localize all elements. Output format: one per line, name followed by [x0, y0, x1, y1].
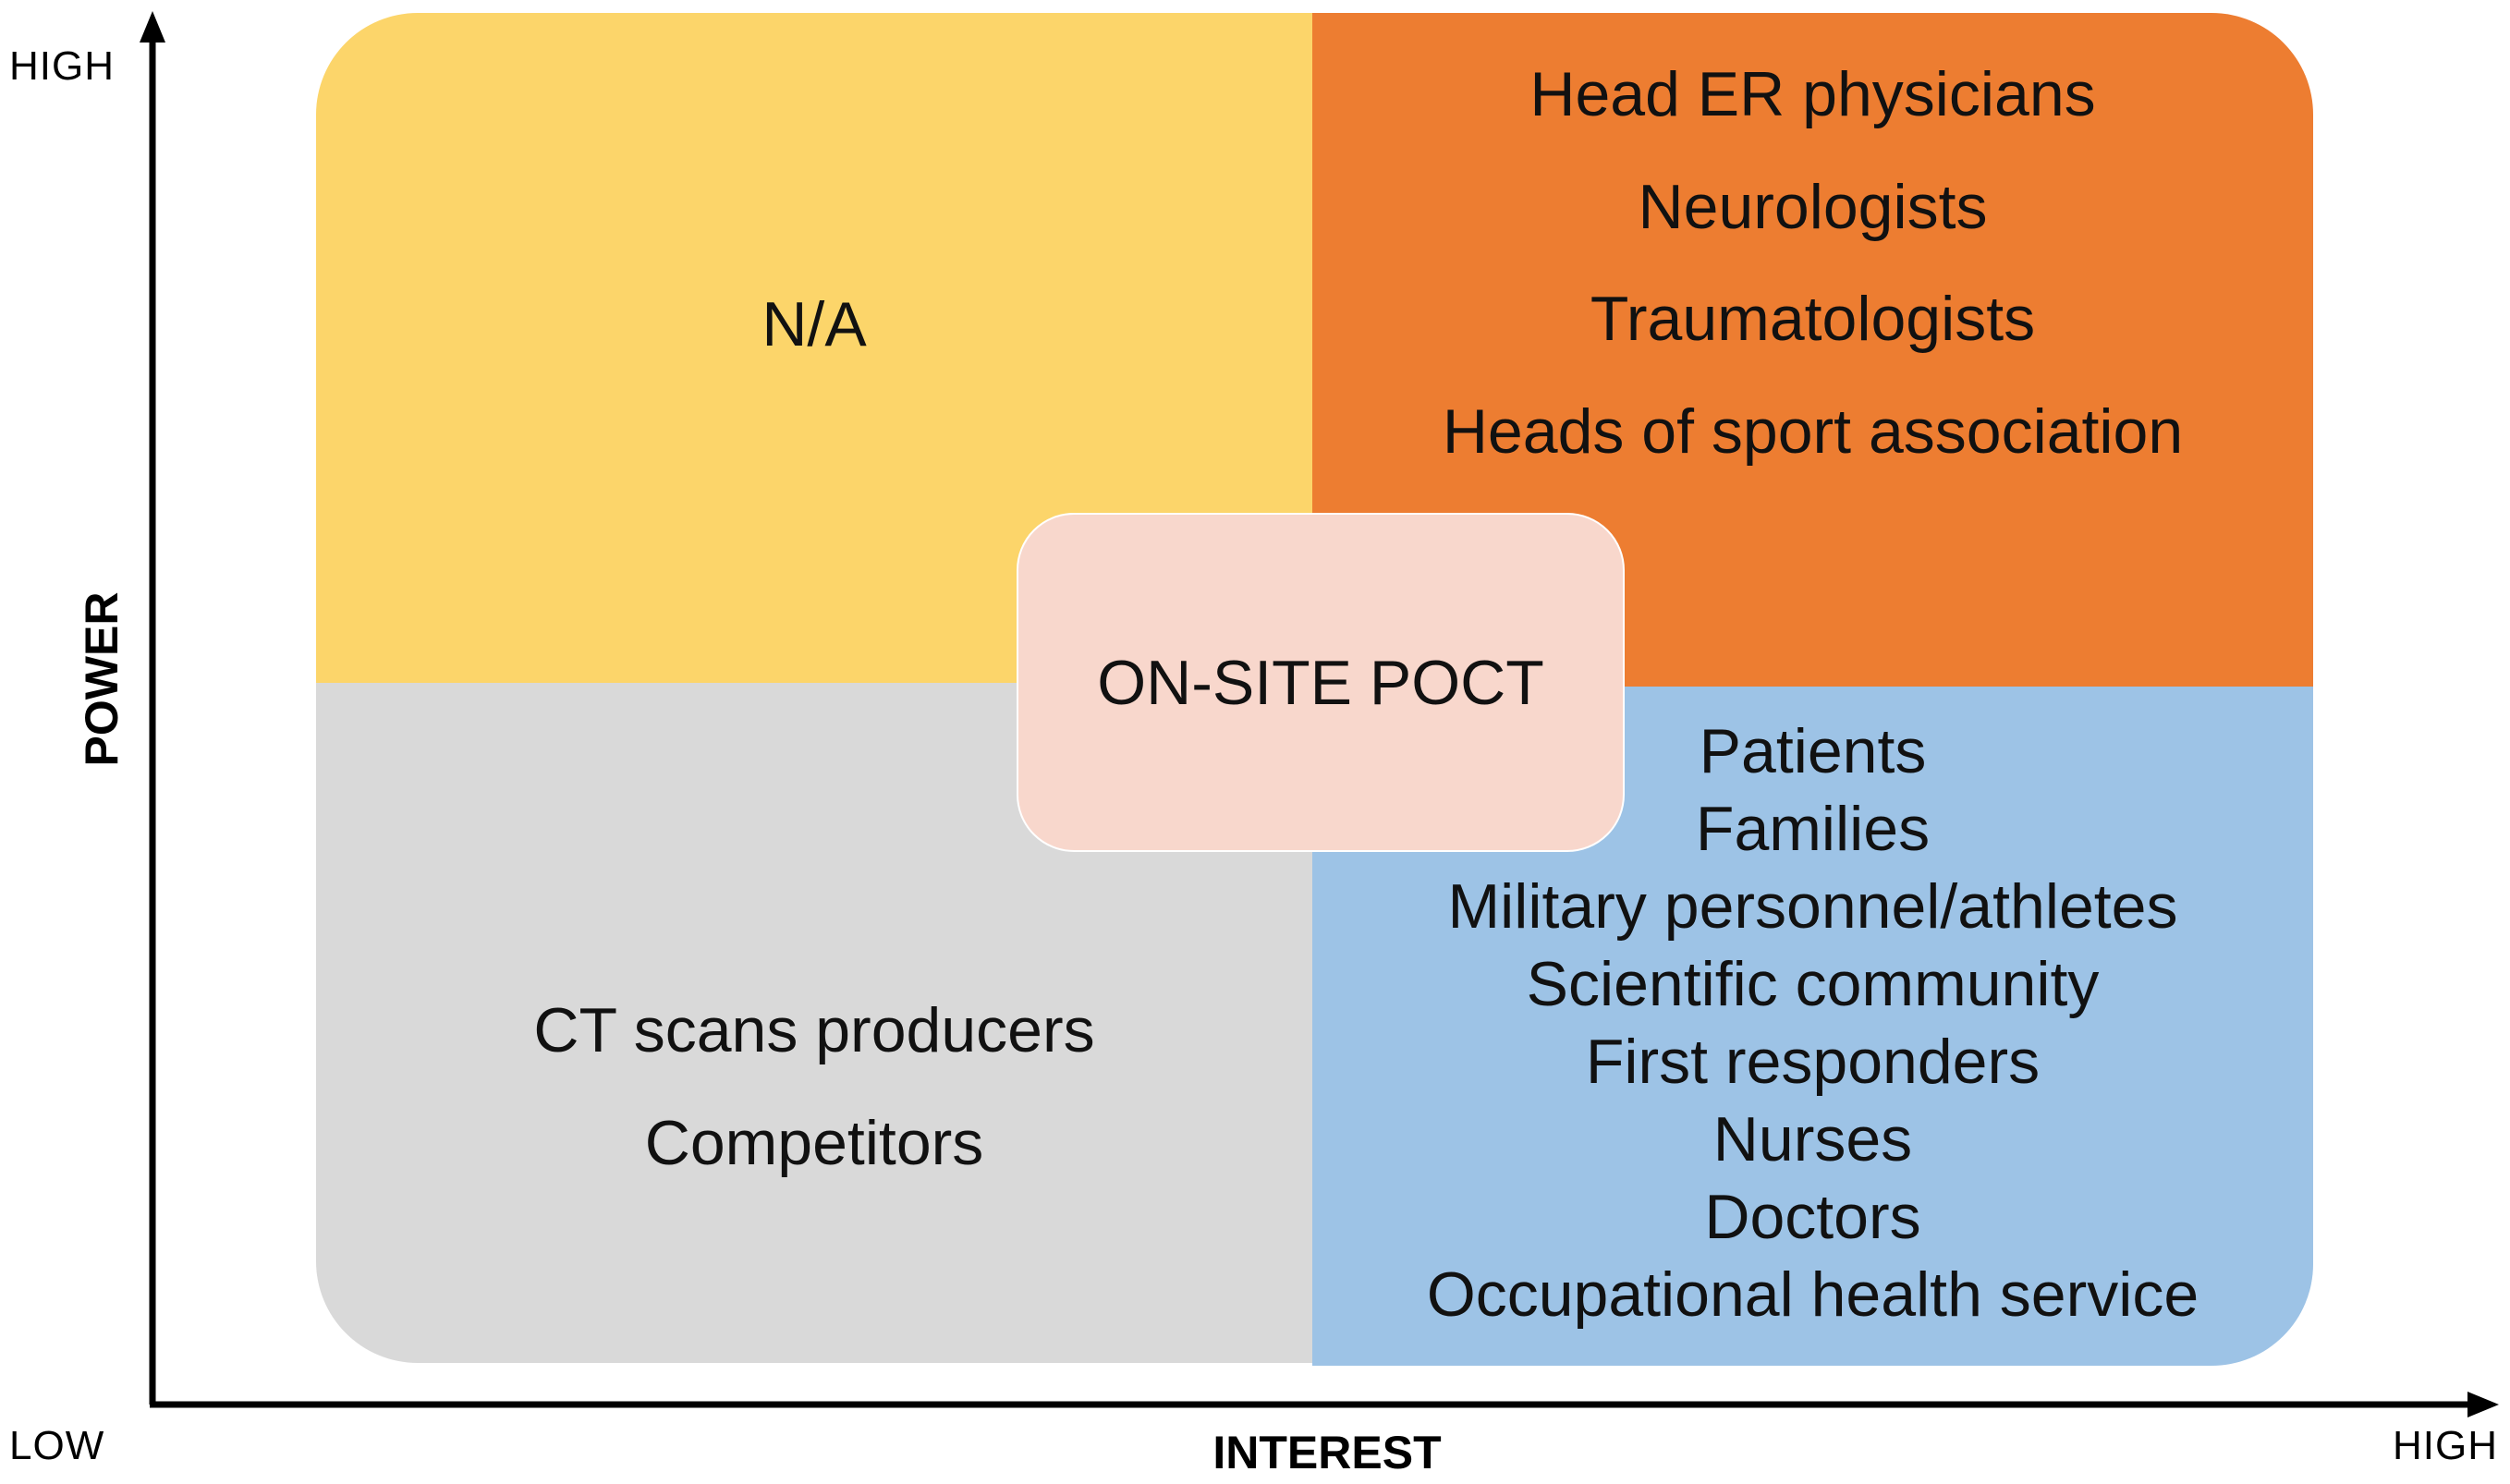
origin-low-label: LOW	[9, 1423, 105, 1468]
center-product-label: ON-SITE POCT	[1097, 647, 1544, 718]
quadrant-item: Heads of sport association	[1442, 395, 2184, 467]
quadrant-item: Head ER physicians	[1529, 59, 2096, 129]
quadrant-item: CT scans producers	[533, 995, 1095, 1066]
y-axis-high-label: HIGH	[9, 43, 115, 89]
x-axis-high-label: HIGH	[2393, 1423, 2498, 1468]
quadrant-low-power-high-interest: Patients Families Military personnel/ath…	[1312, 687, 2313, 1366]
quadrant-item: Traumatologists	[1590, 284, 2036, 355]
quadrant-item: First responders	[1585, 1026, 2041, 1097]
quadrant-item: Neurologists	[1638, 171, 1988, 242]
quadrant-item: Competitors	[644, 1108, 984, 1178]
quadrant-item: Nurses	[1712, 1103, 1913, 1174]
quadrant-item: Patients	[1699, 716, 1927, 786]
x-axis-arrowhead	[2467, 1392, 2499, 1417]
y-axis-arrowhead	[140, 11, 165, 43]
center-product-box: ON-SITE POCT	[1017, 513, 1625, 852]
x-axis-title: INTEREST	[1212, 1427, 1442, 1478]
quadrant-item: Doctors	[1704, 1181, 1921, 1252]
y-axis-title: POWER	[76, 591, 128, 767]
quadrant-high-power-high-interest: Head ER physicians Neurologists Traumato…	[1312, 13, 2313, 687]
quadrant-item: Families	[1695, 793, 1931, 864]
quadrant-item: Scientific community	[1526, 948, 2100, 1019]
quadrant-item: Military personnel/athletes	[1447, 870, 2178, 942]
quadrant-item: Occupational health service	[1426, 1259, 2199, 1330]
quadrant-item: N/A	[762, 288, 867, 359]
